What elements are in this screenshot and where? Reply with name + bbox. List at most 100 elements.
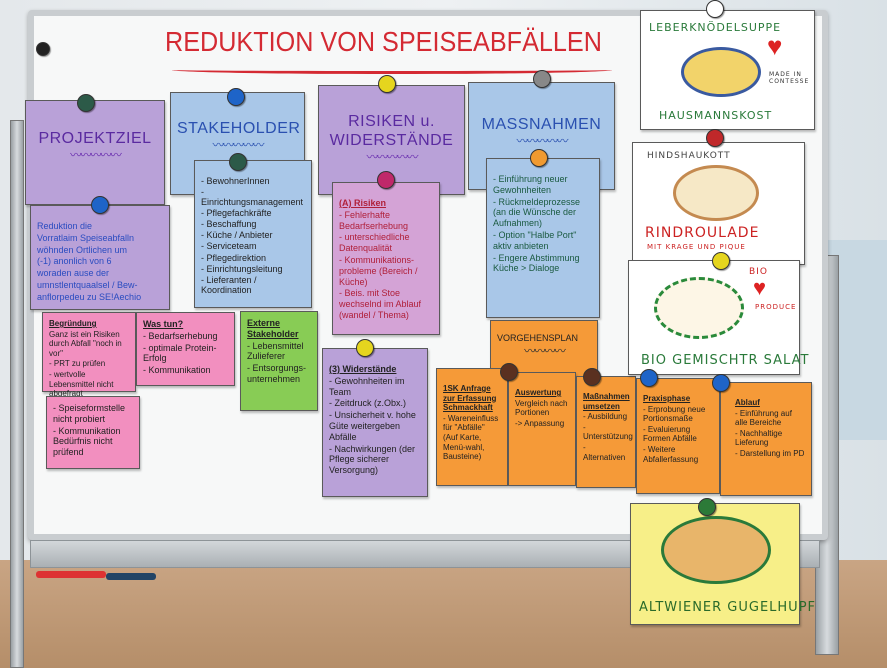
blue-marker[interactable]: [106, 573, 156, 580]
made-in-badge: MADE IN CONTESSE: [769, 71, 810, 86]
card-subtitle: HAUSMANNSKOST: [659, 109, 773, 122]
risiken-note: (A) Risiken- Fehlerhafte Bedarfserhebung…: [332, 182, 440, 335]
note-line: - Darstellung im PD: [735, 448, 805, 458]
note-line: - Entsorgungs-unternehmen: [247, 363, 307, 384]
note-line: Ganz ist ein Risiken durch Abfall "noch …: [49, 329, 122, 358]
note-line: - Gewohnheiten im Team: [329, 375, 405, 397]
note-line: Vergleich nach Portionen: [515, 398, 568, 418]
bio-salat-card: BIO ♥ PRODUCE BIO GEMISCHTR SALAT: [628, 260, 808, 375]
wave-underline: 〰〰〰〰〰: [516, 134, 568, 149]
note-line: Maßnahmen umsetzen: [583, 392, 630, 411]
pin-blue: [640, 369, 658, 387]
header-label: PROJEKTZIEL: [38, 130, 152, 147]
was-tun-note: Was tun?- Bedarfserhebung- optimale Prot…: [136, 312, 235, 386]
note-line: - Kommunikations-probleme (Bereich / Küc…: [339, 254, 418, 287]
note-line: Auswertung: [515, 388, 562, 397]
note-line: - Küche / Anbieter: [201, 230, 273, 241]
pin-blue: [712, 374, 730, 392]
note-line: wöhnden Ortlichen um: [37, 244, 128, 255]
plan-step-3: Maßnahmen umsetzen- Ausbildung- Unterstü…: [576, 376, 636, 488]
note-line: - Option "Halbe Port" aktiv anbieten: [493, 229, 577, 251]
note-line: Begründung: [49, 319, 97, 328]
pin-white: [706, 0, 724, 18]
salad-plate-illustration: [654, 277, 744, 339]
note-line: - Zeitdruck (z.Obx.): [329, 398, 407, 409]
note-line: - Fehlerhafte Bedarfserhebung: [339, 209, 409, 231]
heart-icon: ♥: [767, 31, 783, 61]
pin-brown: [500, 363, 518, 381]
wave-underline: 〰〰〰〰: [523, 343, 566, 358]
note-line: Praxisphase: [643, 394, 691, 403]
note-line: - Einrichtungsmanagement: [201, 187, 304, 208]
note-line: - Nachhaltige Lieferung: [735, 428, 783, 448]
rindroulade-card: HINDSHAUKOTT RINDROULADE MIT KRAGE UND P…: [632, 142, 805, 265]
note-line: - Einführung neuer Gewohnheiten: [493, 174, 568, 195]
note-line: 1SK Anfrage zur Erfassung Schmackhaft: [443, 384, 497, 413]
speiseform-note: - Speiseformstelle nicht probiert- Kommu…: [46, 396, 140, 469]
note-line: - Kommunikation Bedürfnis nicht prüfend: [53, 425, 121, 458]
note-line: - Speiseformstelle nicht probiert: [53, 403, 126, 424]
note-line: - Kommunikation: [143, 365, 211, 376]
pin-green: [77, 94, 95, 112]
note-line: - Weitere Abfallerfassung: [643, 444, 699, 464]
note-line: Ablauf: [735, 398, 760, 407]
soup-bowl-illustration: [681, 47, 761, 97]
header-label: RISIKEN u. WIDERSTÄNDE: [329, 113, 454, 150]
pin-red: [706, 129, 724, 147]
title-underline: [172, 66, 612, 74]
card-title: LEBERKNÖDELSUPPE: [649, 21, 782, 34]
stakeholder-list-note: - BewohnerInnen- Einrichtungsmanagement-…: [194, 160, 312, 308]
note-line: - Unterstützung: [583, 422, 633, 442]
pin-green: [229, 153, 247, 171]
note-line: - Beis. mit Stoe wechselnd im Ablauf (wa…: [339, 288, 422, 320]
wave-underline: 〰〰〰〰〰: [212, 138, 264, 153]
externe-stakeholder-note: Externe Stakeholder- Lebensmittel Zulief…: [240, 311, 318, 411]
pin-green: [698, 498, 716, 516]
projektziel-header: PROJEKTZIEL〰〰〰〰〰: [25, 100, 165, 205]
note-line: umnstlentquaalsel / Bew-: [37, 279, 138, 290]
note-line: Externe Stakeholder: [247, 318, 299, 339]
note-line: - BewohnerInnen: [201, 176, 270, 186]
header-label: STAKEHOLDER: [177, 120, 301, 137]
note-line: - Lieferanten / Koordination: [201, 274, 257, 295]
note-line: (A) Risiken: [339, 198, 387, 208]
note-line: - Pflegefachkräfte: [201, 208, 272, 219]
note-line: - Engere Abstimmung Küche > Dialoge: [493, 252, 580, 274]
card-top-label: HINDSHAUKOTT: [647, 151, 731, 161]
note-line: - Rückmeldeprozesse (an die Wünsche der …: [493, 196, 581, 229]
note-line: - Alternativen: [583, 442, 626, 462]
note-line: - Wareneinfluss für "Abfälle" (Auf Karte…: [443, 413, 499, 462]
risiken-header: RISIKEN u. WIDERSTÄNDE〰〰〰〰〰: [318, 85, 465, 195]
pin-blue: [227, 88, 245, 106]
board-title: REDUKTION VON SPEISEABFÄLLEN: [165, 26, 602, 57]
wave-underline: 〰〰〰〰〰: [69, 148, 122, 163]
massnahmen-note: - Einführung neuer Gewohnheiten- Rückmel…: [486, 158, 600, 318]
pin-brown: [583, 368, 601, 386]
card-title: RINDROULADE: [645, 225, 760, 241]
plan-step-4: Praxisphase- Erprobung neue Portionsmaße…: [636, 378, 720, 494]
pin-magenta: [377, 171, 395, 189]
pin-blue: [91, 196, 109, 214]
gugelhupf-illustration: [661, 516, 771, 584]
pin-yellow: [378, 75, 396, 93]
widerstaende-note: (3) Widerstände- Gewohnheiten im Team- Z…: [322, 348, 428, 497]
note-line: - Unsicherheit v. hohe Güte weitergeben …: [329, 410, 416, 442]
note-line: Vorratlaim Speiseabfalln: [37, 232, 135, 243]
note-line: - Lebensmittel Zulieferer: [247, 340, 304, 362]
note-line: - Ausbildung: [583, 412, 628, 422]
heart-icon: ♥: [753, 275, 767, 300]
note-line: - Nachwirkungen (der Pflege sicherer Ver…: [329, 443, 416, 476]
gugelhupf-card: ALTWIENER GUGELHUPF: [630, 503, 815, 625]
red-marker[interactable]: [36, 571, 106, 578]
note-line: - PRT zu prüfen: [49, 359, 106, 369]
note-line: - unterschiedliche Datenqualität: [339, 232, 410, 254]
card-title: ALTWIENER GUGELHUPF: [639, 600, 817, 615]
plan-step-1: 1SK Anfrage zur Erfassung Schmackhaft- W…: [436, 368, 508, 486]
note-line: - Beschaffung: [201, 219, 257, 230]
note-line: woraden ause der: [37, 268, 110, 279]
note-line: anflorpedeu zu SE!Aechio: [37, 291, 142, 302]
note-line: - Bedarfserhebung: [143, 330, 218, 341]
